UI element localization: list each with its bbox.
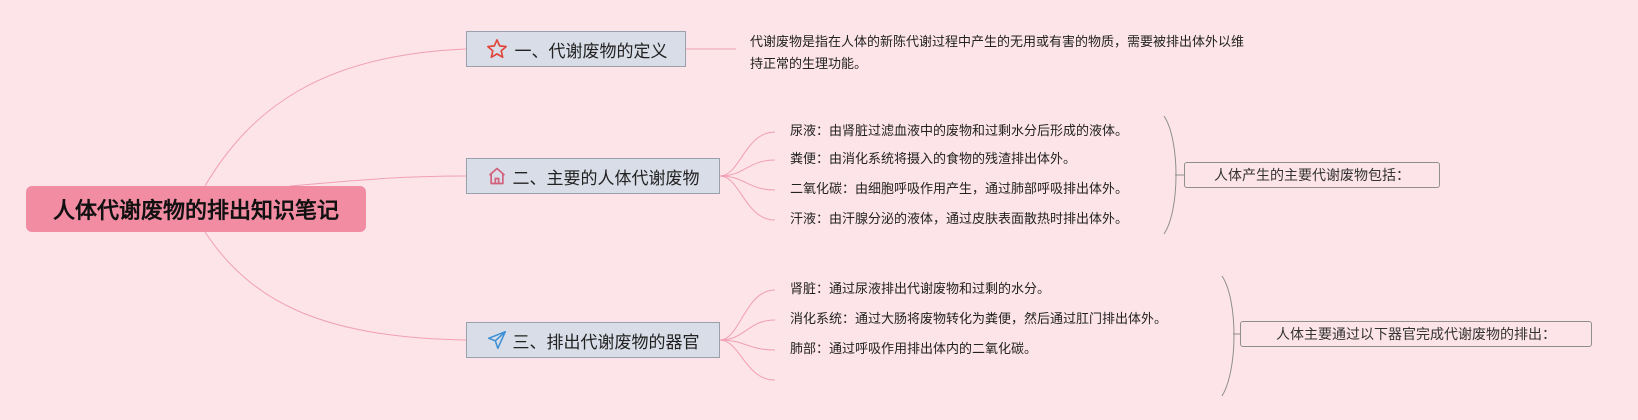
star-icon xyxy=(486,39,507,59)
list-item: 二氧化碳：由细胞呼吸作用产生，通过肺部呼吸排出体外。 xyxy=(790,182,1129,197)
home-icon xyxy=(488,167,505,185)
list-item: 粪便：由消化系统将摄入的食物的残渣排出体外。 xyxy=(790,152,1077,167)
branch-label: 二、主要的人体代谢废物 xyxy=(512,168,700,189)
definition-text: 代谢废物是指在人体的新陈代谢过程中产生的无用或有害的物质，需要被排出体外以维持正… xyxy=(750,35,1245,72)
list-item: 尿液：由肾脏过滤血液中的废物和过剩水分后形成的液体。 xyxy=(790,124,1129,139)
summary-brace-1 xyxy=(1163,115,1184,235)
connector-branch-3-item-4 xyxy=(719,339,776,381)
list-item: 消化系统：通过大肠将废物转化为粪便，然后通过肛门排出体外。 xyxy=(790,312,1168,327)
branch-main-wastes[interactable]: 二、主要的人体代谢废物 xyxy=(466,158,720,194)
connector-branch-2-item-2 xyxy=(719,159,776,177)
send-icon xyxy=(487,330,506,350)
connector-branch-2-item-4 xyxy=(719,175,776,221)
connector-root-branch-3 xyxy=(204,231,467,341)
connector-branch-3-item-1 xyxy=(719,289,776,341)
connector-branch-2-item-3 xyxy=(719,175,776,191)
list-item: 肺部：通过呼吸作用排出体内的二氧化碳。 xyxy=(790,342,1038,357)
branch-organs[interactable]: 三、排出代谢废物的器官 xyxy=(466,322,720,358)
branch-definition[interactable]: 一、代谢废物的定义 xyxy=(466,31,686,67)
summary-main-wastes[interactable]: 人体产生的主要代谢废物包括： xyxy=(1184,162,1440,188)
connector-branch-3-item-2 xyxy=(719,319,776,341)
summary-brace-2 xyxy=(1221,275,1240,397)
connector-branch-3-item-3 xyxy=(719,339,776,351)
list-item: 肾脏：通过尿液排出代谢废物和过剩的水分。 xyxy=(790,282,1051,297)
connector-branch-2-item-1 xyxy=(719,131,776,177)
connector-root-branch-1 xyxy=(204,48,467,187)
root-topic[interactable]: 人体代谢废物的排出知识笔记 xyxy=(26,186,366,232)
branch-label: 三、排出代谢废物的器官 xyxy=(512,332,700,353)
list-item: 汗液：由汗腺分泌的液体，通过皮肤表面散热时排出体外。 xyxy=(790,212,1129,227)
summary-organs[interactable]: 人体主要通过以下器官完成代谢废物的排出： xyxy=(1240,321,1592,347)
branch-label: 一、代谢废物的定义 xyxy=(514,41,668,62)
connector-root-branch-2 xyxy=(289,175,467,187)
